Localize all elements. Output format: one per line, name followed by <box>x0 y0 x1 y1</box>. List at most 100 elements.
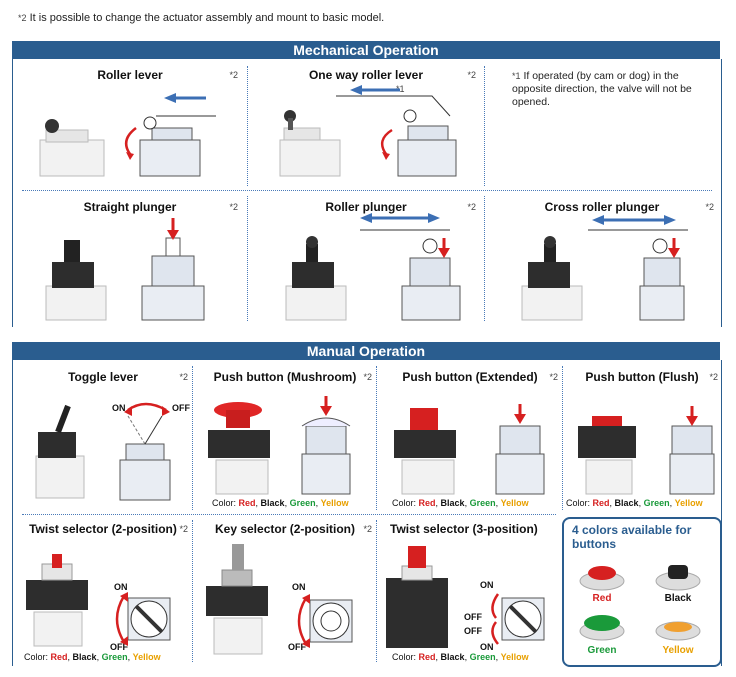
toggle-lever-cell: Toggle lever *2 ON OFF <box>16 370 190 510</box>
black-caption: Black <box>664 593 692 604</box>
arrow-mark: *1 <box>396 84 405 94</box>
item-label: Push button (Extended) <box>402 370 538 384</box>
separator <box>484 66 485 186</box>
valve-photo-icon <box>386 546 448 648</box>
item-label: Twist selector (3-position) <box>390 522 538 536</box>
item-mark: *2 <box>363 524 372 534</box>
color-line: Color: Red, Black, Green, Yellow <box>392 498 529 508</box>
item-label: Key selector (2-position) <box>214 522 356 536</box>
separator <box>376 366 377 510</box>
item-mark: *2 <box>363 372 372 382</box>
color-black: Black <box>72 652 97 662</box>
valve-photo-icon <box>206 544 268 655</box>
separator <box>484 196 485 321</box>
off-label: OFF <box>110 642 128 652</box>
separator <box>247 196 248 321</box>
cross-roller-plunger-cell: Cross roller plunger *2 <box>488 200 716 324</box>
valve-photo-icon <box>45 240 107 321</box>
color-green: Green <box>643 498 670 508</box>
on2-label: ON <box>480 642 494 652</box>
valve-diagram-icon <box>301 396 351 495</box>
roller-lever-cell: Roller lever *2 <box>16 68 244 186</box>
color-yellow: Yellow <box>500 498 529 508</box>
separator <box>562 366 563 510</box>
item-mark: *2 <box>467 70 476 80</box>
item-mark: *2 <box>705 202 714 212</box>
straight-plunger-cell: Straight plunger *2 <box>16 200 244 324</box>
item-mark: *2 <box>229 70 238 80</box>
off-label: OFF <box>172 403 190 413</box>
color-yellow: Yellow <box>500 652 529 662</box>
manual-banner: Manual Operation <box>12 342 720 360</box>
color-prefix: Color: <box>24 652 51 662</box>
valve-diagram-icon <box>669 406 715 495</box>
color-green: Green <box>469 498 496 508</box>
valve-photo-icon <box>26 554 88 647</box>
color-prefix: Color: <box>212 498 239 508</box>
separator <box>247 66 248 186</box>
separator <box>376 520 377 662</box>
valve-photo-icon <box>39 119 105 177</box>
push-button-flush-cell: Push button (Flush) *2 Color: Red, Black… <box>566 370 718 510</box>
color-red: Red <box>238 498 256 508</box>
green-button-icon <box>579 615 625 641</box>
color-yellow: Yellow <box>320 498 349 508</box>
red-button-icon <box>579 566 625 591</box>
color-line: Color: Red, Black, Green, Yellow <box>566 498 703 508</box>
mechanical-panel <box>12 59 722 327</box>
color-yellow: Yellow <box>674 498 703 508</box>
red-caption: Red <box>592 593 612 604</box>
selector-dial-icon <box>115 592 171 646</box>
color-black: Black <box>440 498 465 508</box>
selector-dial-icon <box>491 593 545 645</box>
footnote: *1 If operated (by cam or dog) in the op… <box>512 70 707 109</box>
twist-selector-2-cell: Twist selector (2-position) *2 ON OFF Co… <box>16 522 190 664</box>
color-red: Red <box>418 498 436 508</box>
separator <box>22 190 712 191</box>
separator <box>192 366 193 510</box>
colors-box: 4 colors available for buttons Red Black… <box>562 517 722 667</box>
yellow-button-icon <box>655 621 701 641</box>
item-label: One way roller lever <box>308 68 424 82</box>
valve-photo-icon <box>279 110 341 177</box>
item-mark: *2 <box>549 372 558 382</box>
valve-diagram-icon <box>588 215 688 321</box>
color-black: Black <box>614 498 639 508</box>
footnote-mark: *1 <box>512 71 521 81</box>
color-prefix: Color: <box>392 498 419 508</box>
color-red: Red <box>418 652 436 662</box>
footnote-text: If operated (by cam or dog) in the oppos… <box>512 70 692 108</box>
separator <box>192 520 193 662</box>
selector-dial-icon <box>297 594 353 648</box>
item-mark: *2 <box>467 202 476 212</box>
valve-photo-icon <box>521 236 583 321</box>
color-black: Black <box>440 652 465 662</box>
on-label: ON <box>114 582 128 592</box>
color-green: Green <box>289 498 316 508</box>
separator <box>22 514 556 515</box>
item-mark: *2 <box>179 372 188 382</box>
color-red: Red <box>50 652 68 662</box>
roller-plunger-cell: Roller plunger *2 <box>250 200 482 324</box>
key-selector-cell: Key selector (2-position) *2 ON OFF <box>196 522 374 664</box>
one-way-roller-lever-cell: One way roller lever *2 *1 <box>250 68 482 186</box>
color-yellow: Yellow <box>132 652 161 662</box>
colors-box-title: 4 colors available for buttons <box>572 523 692 551</box>
valve-diagram-icon <box>336 85 457 177</box>
valve-photo-icon <box>578 416 636 495</box>
green-caption: Green <box>587 645 617 656</box>
item-label: Push button (Flush) <box>585 370 699 384</box>
yellow-caption: Yellow <box>662 645 694 656</box>
on-label: ON <box>480 580 494 590</box>
push-button-mushroom-cell: Push button (Mushroom) *2 Color: Red, Bl… <box>196 370 374 510</box>
valve-diagram-icon <box>119 402 171 501</box>
valve-photo-icon <box>394 408 456 495</box>
item-label: Roller lever <box>97 68 163 82</box>
valve-diagram-icon <box>124 93 216 177</box>
valve-diagram-icon <box>495 404 545 495</box>
color-red: Red <box>592 498 610 508</box>
valve-photo-icon <box>35 404 85 499</box>
color-green: Green <box>469 652 496 662</box>
color-black: Black <box>260 498 285 508</box>
color-line: Color: Red, Black, Green, Yellow <box>24 652 161 662</box>
